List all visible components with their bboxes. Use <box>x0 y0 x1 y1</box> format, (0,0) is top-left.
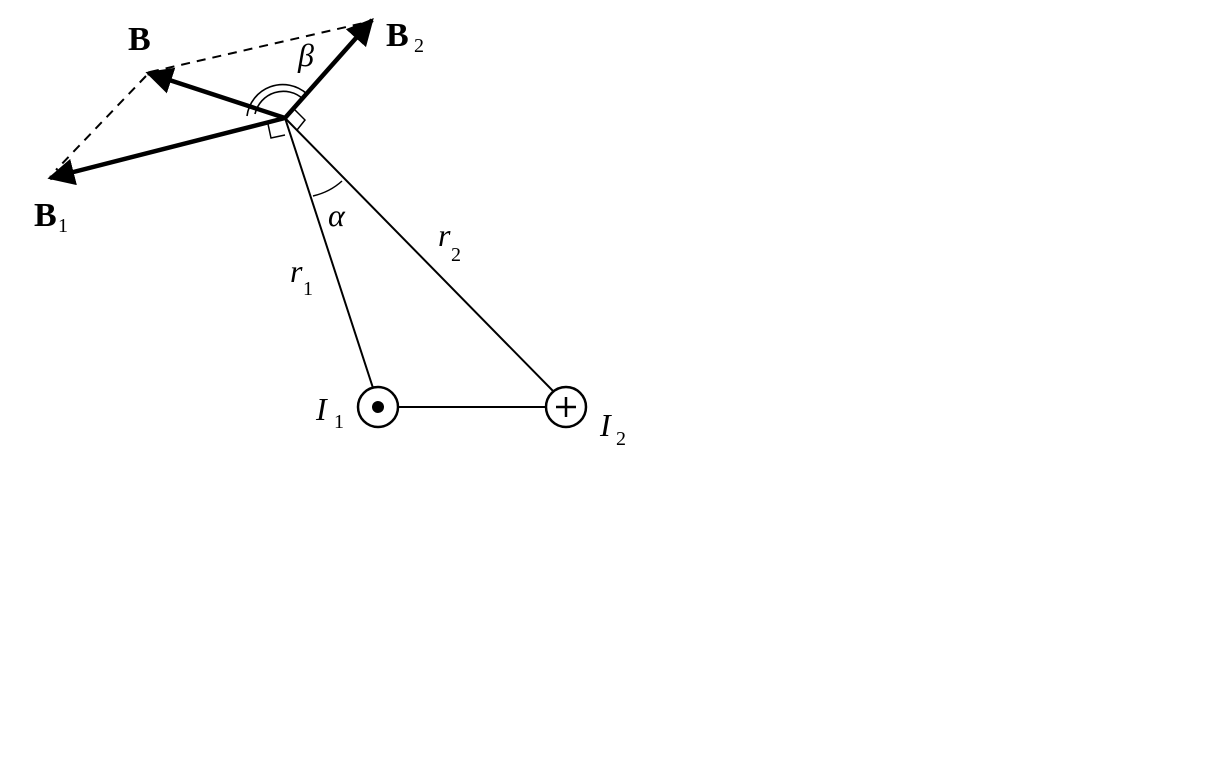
label-b1: B <box>34 197 57 234</box>
label-r1: r <box>290 253 303 289</box>
line-r1 <box>284 117 374 389</box>
label-i1: I <box>315 391 328 427</box>
dashed-line-b-to-b2 <box>149 21 369 73</box>
label-beta: β <box>297 37 314 73</box>
right-angle-marker-r1-b1 <box>267 123 286 139</box>
label-b1-subscript: 1 <box>58 215 68 237</box>
label-alpha: α <box>328 197 346 233</box>
label-b: B <box>128 21 151 58</box>
label-b2-subscript: 2 <box>414 35 424 57</box>
wire-i1-dot-icon <box>356 385 400 429</box>
label-i2: I <box>599 407 612 443</box>
vector-b1 <box>47 115 286 186</box>
right-angle-marker-r2-b2 <box>294 109 307 131</box>
label-i2-subscript: 2 <box>616 428 626 450</box>
label-i1-subscript: 1 <box>334 411 344 433</box>
line-r2 <box>284 117 556 394</box>
dashed-line-b-to-b1 <box>55 75 147 171</box>
label-b2: B <box>386 17 409 54</box>
alpha-angle-arc <box>312 180 343 197</box>
wire-i2-cross-icon <box>544 385 588 429</box>
label-r2: r <box>438 217 451 253</box>
label-r1-subscript: 1 <box>303 278 313 300</box>
label-r2-subscript: 2 <box>451 244 461 266</box>
vector-b <box>145 67 286 121</box>
vector-b2 <box>283 17 374 120</box>
